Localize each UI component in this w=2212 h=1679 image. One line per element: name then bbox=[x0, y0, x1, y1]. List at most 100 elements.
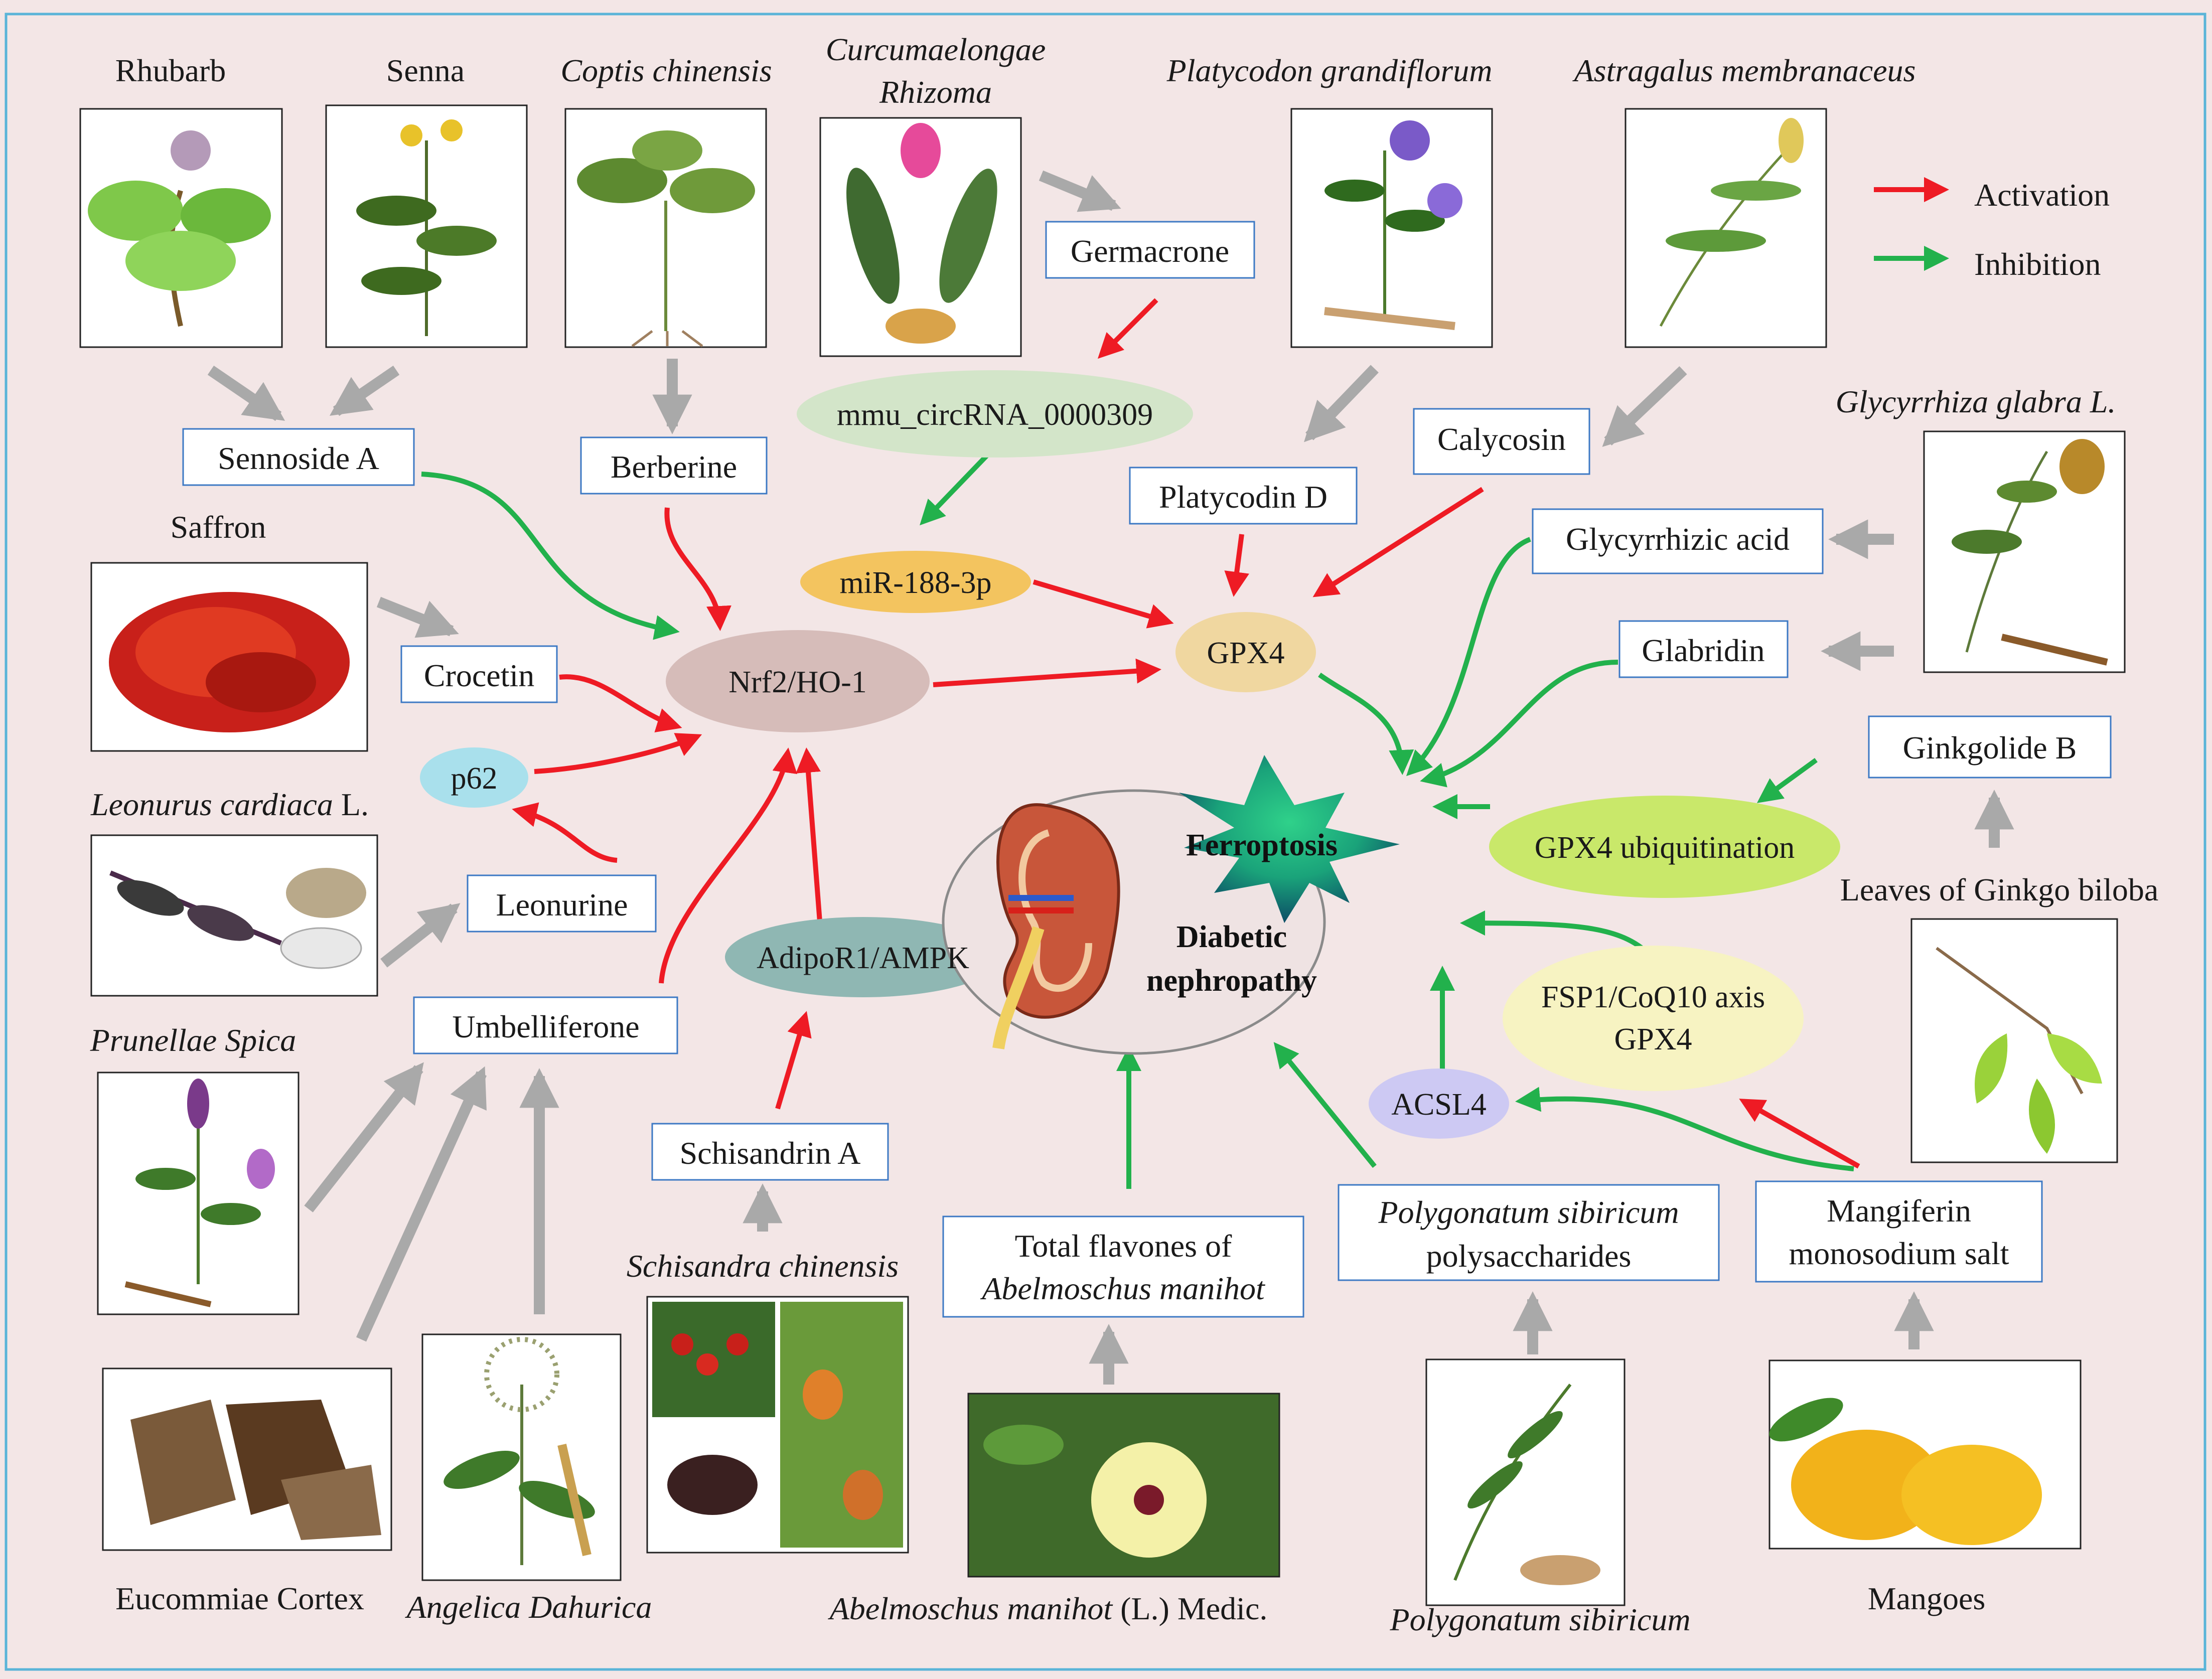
label-eucommia: Eucommiae Cortex bbox=[115, 1581, 364, 1616]
label-p62: p62 bbox=[451, 761, 498, 796]
plant-image-saffron bbox=[90, 562, 368, 752]
label-glycyrrhizic: Glycyrrhizic acid bbox=[1566, 521, 1790, 557]
plant-image-leonurus bbox=[90, 834, 378, 997]
label-ginkgolide: Ginkgolide B bbox=[1903, 730, 2077, 766]
inhibition-arrow-glycyrrhizic-ferroptosis bbox=[1406, 537, 1531, 777]
glabridin-box bbox=[1618, 620, 1789, 678]
platycodin-box bbox=[1129, 467, 1358, 525]
label-glabridin: Glabridin bbox=[1642, 633, 1764, 668]
label-leonurus: Leonurus cardiaca L. bbox=[90, 787, 369, 822]
label-pspoly-line1: Polygonatum sibiricum bbox=[1378, 1194, 1679, 1230]
label-gpx4: GPX4 bbox=[1207, 636, 1284, 670]
plant-image-platycodon bbox=[1290, 108, 1493, 348]
label-platycodon: Platycodon grandiflorum bbox=[1166, 53, 1493, 88]
activation-arrow-berberine-nrf2 bbox=[664, 507, 731, 631]
label-dn-line2: nephropathy bbox=[1146, 964, 1317, 998]
inhibition-arrow-glabridin-ferroptosis bbox=[1420, 660, 1618, 788]
flow-arrow bbox=[329, 365, 400, 416]
glycyrrhizic-box bbox=[1532, 508, 1824, 574]
flow-arrow bbox=[376, 596, 459, 638]
circrna-oval bbox=[797, 370, 1193, 457]
plant-image-astragalus bbox=[1625, 108, 1827, 348]
inhibition-arrow-circrna-mir bbox=[920, 452, 990, 526]
activation-arrow-p62-nrf2 bbox=[534, 733, 702, 774]
label-acsl4: ACSL4 bbox=[1391, 1088, 1486, 1122]
label-mangiferin-line1: Mangiferin bbox=[1827, 1193, 1971, 1229]
mangiferin-box bbox=[1755, 1180, 2043, 1283]
ferroptosis-burst-icon bbox=[1179, 755, 1400, 923]
plant-image-rhubarb bbox=[79, 108, 283, 348]
schisandrin-box bbox=[651, 1123, 889, 1181]
label-mangiferin-line2: monosodium salt bbox=[1789, 1236, 2009, 1271]
crocetin-box bbox=[400, 645, 558, 703]
label-adipor: AdipoR1/AMPK bbox=[757, 941, 969, 975]
inhibition-arrow-pspoly-dn bbox=[1273, 1042, 1377, 1168]
plant-image-polygonatum bbox=[1425, 1358, 1626, 1606]
legend-activation-label: Activation bbox=[1974, 177, 2110, 213]
inhibition-arrow-gpx4-ferroptosis bbox=[1318, 672, 1414, 775]
flow-arrow bbox=[1039, 170, 1121, 212]
label-leonurine: Leonurine bbox=[496, 887, 628, 923]
label-schisandrin: Schisandrin A bbox=[680, 1135, 861, 1171]
mir-oval bbox=[800, 551, 1031, 613]
plant-image-angelica bbox=[421, 1333, 622, 1581]
label-glycyrrhiza: Glycyrrhiza glabra L. bbox=[1836, 384, 2116, 419]
label-berberine: Berberine bbox=[611, 449, 737, 485]
inhibition-arrow-ginkgolide-gpx4ub bbox=[1756, 757, 1818, 803]
activation-arrow-umbelliferone-nrf2 bbox=[659, 747, 798, 984]
activation-arrow-germacrone-circrna bbox=[1097, 298, 1158, 359]
label-saffron: Saffron bbox=[171, 509, 266, 545]
flow-arrow bbox=[1304, 365, 1379, 442]
activation-arrow-leonurine-p62 bbox=[512, 802, 618, 863]
berberine-box bbox=[580, 436, 768, 495]
flow-arrow bbox=[304, 1062, 424, 1212]
plant-image-prunella bbox=[97, 1072, 300, 1315]
kidney-icon bbox=[992, 803, 1120, 1049]
flow-arrow bbox=[380, 903, 461, 968]
gpx4-ubiquitination-oval bbox=[1489, 796, 1840, 898]
activation-arrow-schisandrin-adipor bbox=[775, 1011, 812, 1110]
label-circrna: mmu_circRNA_0000309 bbox=[837, 398, 1153, 432]
label-abelmoschus: Abelmoschus manihot (L.) Medic. bbox=[828, 1591, 1268, 1626]
label-astragalus: Astragalus membranaceus bbox=[1572, 53, 1916, 88]
plant-image-eucommia bbox=[102, 1367, 392, 1551]
label-nrf2: Nrf2/HO-1 bbox=[728, 665, 867, 699]
label-mangoes: Mangoes bbox=[1868, 1581, 1986, 1616]
label-angelica: Angelica Dahurica bbox=[405, 1589, 652, 1625]
sennoside-box bbox=[182, 428, 415, 486]
label-umbelliferone: Umbelliferone bbox=[452, 1009, 639, 1044]
p62-oval bbox=[420, 747, 528, 808]
plant-image-mangoes bbox=[1768, 1359, 2082, 1550]
flow-arrow bbox=[1602, 366, 1687, 447]
label-crocetin: Crocetin bbox=[424, 658, 534, 693]
label-calycosin: Calycosin bbox=[1437, 421, 1566, 457]
label-curcuma-line2: Rhizoma bbox=[879, 74, 992, 110]
label-pspoly-line2: polysaccharides bbox=[1426, 1238, 1632, 1274]
umbelliferone-box bbox=[413, 996, 678, 1054]
inhibition-arrow-fsp1-ferroptosis bbox=[1460, 910, 1653, 958]
activation-arrow-nrf2-gpx4 bbox=[933, 658, 1161, 687]
label-flavones-line1: Total flavones of bbox=[1015, 1228, 1232, 1264]
inhibition-arrow-sennoside-nrf2 bbox=[421, 472, 680, 640]
pspoly-box bbox=[1338, 1184, 1720, 1281]
plant-image-abelmoschus bbox=[967, 1393, 1280, 1578]
label-senna: Senna bbox=[386, 53, 465, 88]
germacrone-box bbox=[1045, 221, 1255, 279]
leonurine-box bbox=[467, 874, 657, 933]
label-fsp1-line1: FSP1/CoQ10 axis bbox=[1541, 980, 1765, 1014]
activation-arrow-crocetin-nrf2 bbox=[559, 674, 682, 732]
flow-arrow bbox=[207, 365, 285, 421]
inhibition-arrow-mangiferin-acsl4 bbox=[1515, 1087, 1854, 1171]
flow-arrow bbox=[356, 1066, 487, 1342]
flavones-box bbox=[942, 1215, 1304, 1318]
label-mir: miR-188-3p bbox=[839, 566, 991, 600]
legend-inhibition-label: Inhibition bbox=[1974, 246, 2101, 282]
label-sennoside: Sennoside A bbox=[218, 440, 379, 476]
plant-image-glycyrrhiza bbox=[1923, 430, 2126, 673]
plant-image-ginkgo bbox=[1910, 918, 2118, 1163]
plant-image-senna bbox=[325, 104, 528, 348]
label-rhubarb: Rhubarb bbox=[115, 53, 226, 88]
activation-arrow-adipor-nrf2 bbox=[796, 747, 823, 929]
